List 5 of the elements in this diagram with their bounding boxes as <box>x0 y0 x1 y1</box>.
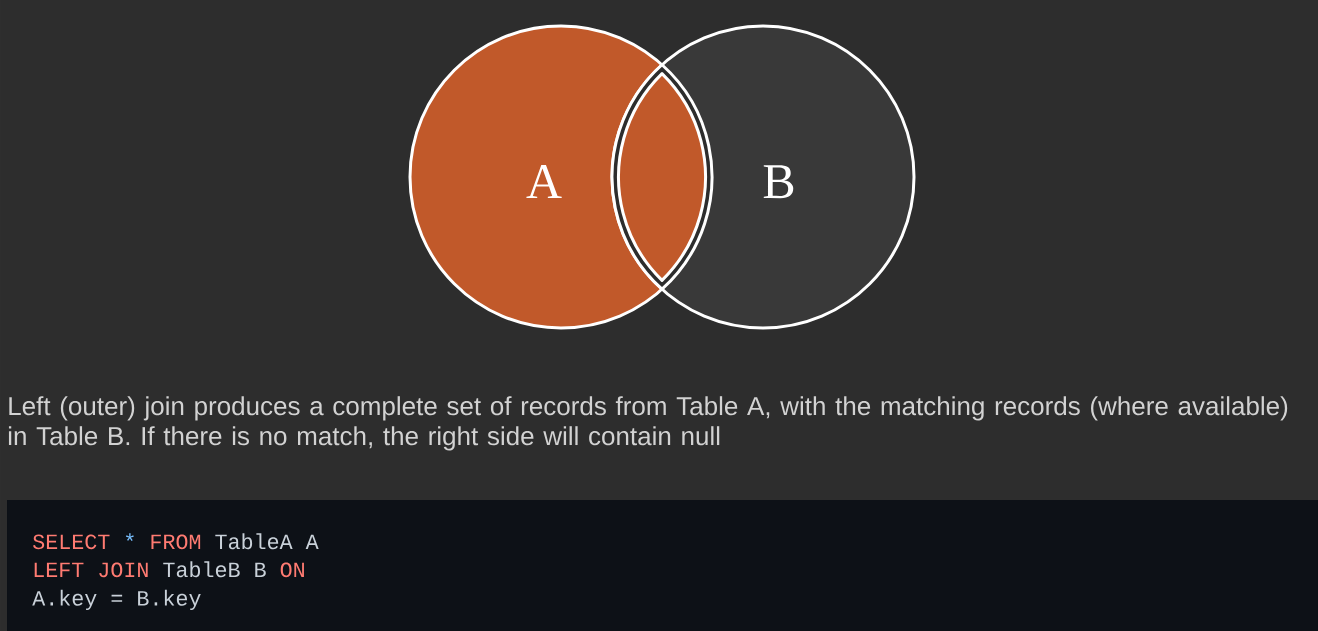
intersection-region <box>610 63 714 291</box>
code-line: A.key = B.key <box>32 589 201 610</box>
code-line: LEFT JOIN TableB B ON <box>34 561 304 578</box>
code-line: SELECT * FROM TableA A <box>33 533 319 550</box>
description-text: Left (outer) join produces a complete set of records from Table A, with the matching records (where available) in Table B. If there is no match, the right side will contain null <box>8 396 1288 451</box>
